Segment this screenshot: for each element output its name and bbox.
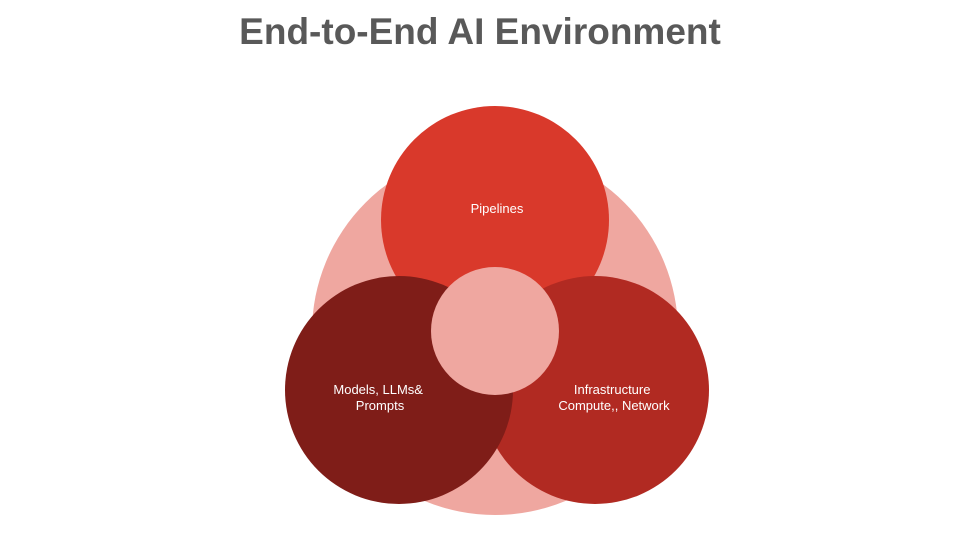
pipelines-label-line-1: Pipelines — [471, 201, 524, 216]
page-title: End-to-End AI Environment — [239, 11, 721, 52]
models-label: Models, LLMs& Prompts — [333, 382, 426, 413]
models-label-line-1: Models, LLMs& — [333, 382, 423, 397]
infrastructure-label: Infrastructure Compute,, Network — [558, 382, 670, 413]
infrastructure-label-line-2: Compute,, Network — [558, 398, 670, 413]
infrastructure-label-line-1: Infrastructure — [574, 382, 651, 397]
models-label-line-2: Prompts — [356, 398, 405, 413]
pipelines-circle — [381, 106, 609, 334]
center-circle — [431, 267, 559, 395]
pipelines-label: Pipelines — [471, 201, 524, 216]
